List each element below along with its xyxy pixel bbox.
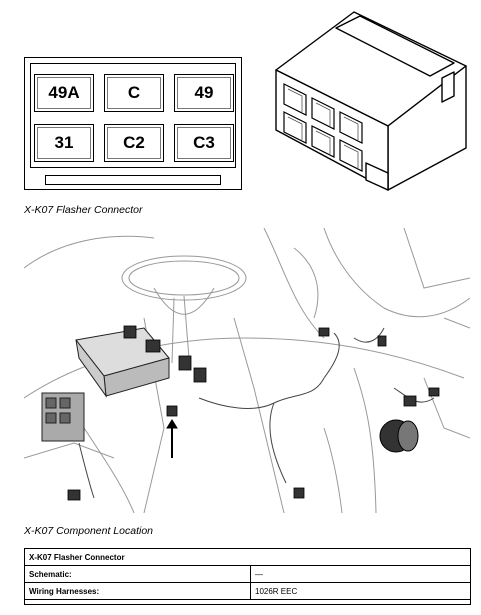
connector-isometric-drawing bbox=[275, 11, 467, 191]
connector-face-inner-border bbox=[30, 63, 236, 168]
pin-label: 49A bbox=[34, 74, 94, 112]
component-location-drawing bbox=[24, 228, 470, 513]
row-value: 1026R EEC bbox=[250, 582, 471, 600]
pin-label: 31 bbox=[34, 124, 94, 162]
connector-latch-slot bbox=[45, 175, 221, 185]
pin-label: 49 bbox=[174, 74, 234, 112]
pin-label: C2 bbox=[104, 124, 164, 162]
table-row: Wiring Harnesses: 1026R EEC bbox=[24, 582, 471, 600]
connector-face-diagram: 49A C 49 31 C2 C3 bbox=[24, 57, 242, 190]
table-row: Schematic: — bbox=[24, 565, 471, 583]
table-spacer bbox=[24, 599, 471, 605]
figure-caption: X-K07 Flasher Connector bbox=[24, 204, 143, 216]
pin-label: C bbox=[104, 74, 164, 112]
row-label: Wiring Harnesses: bbox=[24, 582, 251, 600]
figure-caption: X-K07 Component Location bbox=[24, 525, 153, 537]
pin-label: C3 bbox=[174, 124, 234, 162]
table-spacer-row bbox=[24, 599, 471, 605]
connector-info-table: X-K07 Flasher Connector Schematic: — Wir… bbox=[24, 548, 471, 605]
row-value: — bbox=[250, 565, 471, 583]
row-label: Schematic: bbox=[24, 565, 251, 583]
table-title-row: X-K07 Flasher Connector bbox=[24, 548, 471, 566]
table-title: X-K07 Flasher Connector bbox=[24, 548, 471, 566]
